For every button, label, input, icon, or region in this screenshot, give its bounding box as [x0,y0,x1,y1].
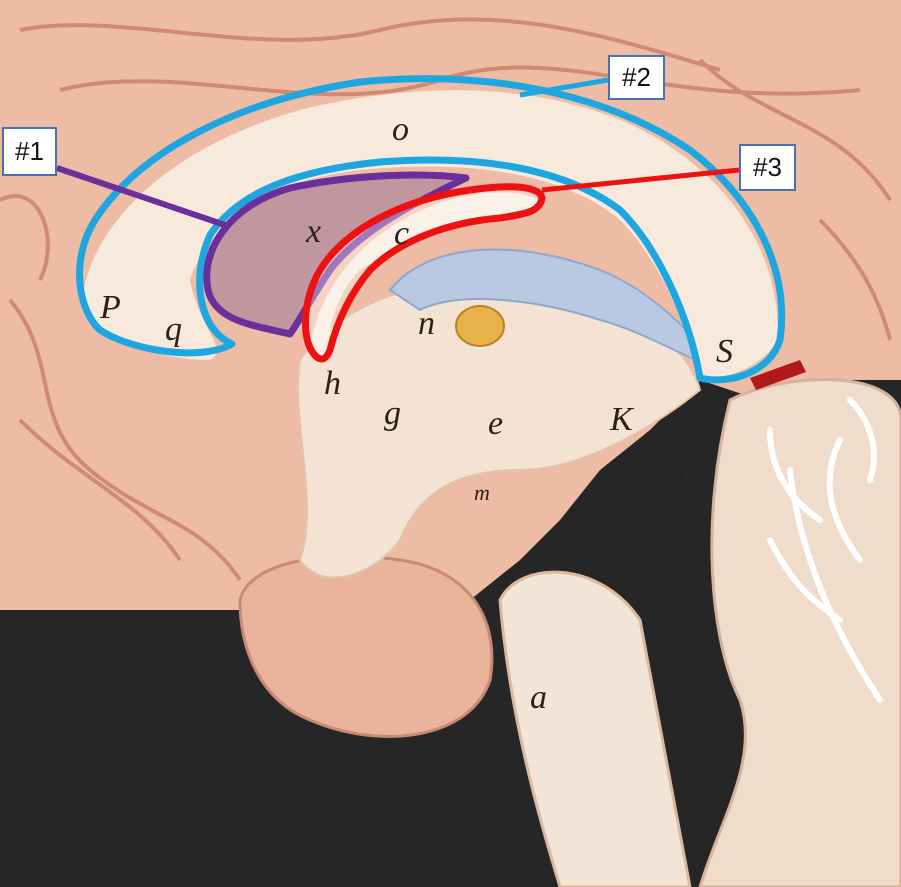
letter-o: o [392,111,409,148]
letter-e: e [488,405,503,442]
letter-n: n [418,305,435,342]
letter-p: P [99,289,121,326]
outline-1-purple [203,171,470,338]
callout-label-2: #2 [608,55,665,100]
letter-g: g [384,395,401,432]
leader-line-3 [541,167,740,193]
callout-label-3: #3 [739,144,796,191]
letter-s: S [716,333,733,370]
letter-x: x [305,213,321,250]
letter-q: q [165,311,182,348]
letter-k: K [609,401,635,438]
cerebellum [698,378,901,887]
letter-a: a [530,679,547,716]
arbor-vitae [767,397,883,703]
outline-3-red [301,183,546,363]
fornix-region [310,192,540,355]
letter-h: h [324,365,341,402]
leader-line-2 [519,77,609,98]
leader-line-1 [56,165,229,229]
corpus-callosum [82,90,779,380]
outline-2-blue [76,75,786,384]
letter-i: i [676,457,685,494]
thalamus-nucleus [455,305,505,347]
callout-label-1: #1 [2,127,57,176]
red-vessel [750,360,806,390]
letter-c: c [394,215,409,252]
letter-m: m [474,480,490,505]
